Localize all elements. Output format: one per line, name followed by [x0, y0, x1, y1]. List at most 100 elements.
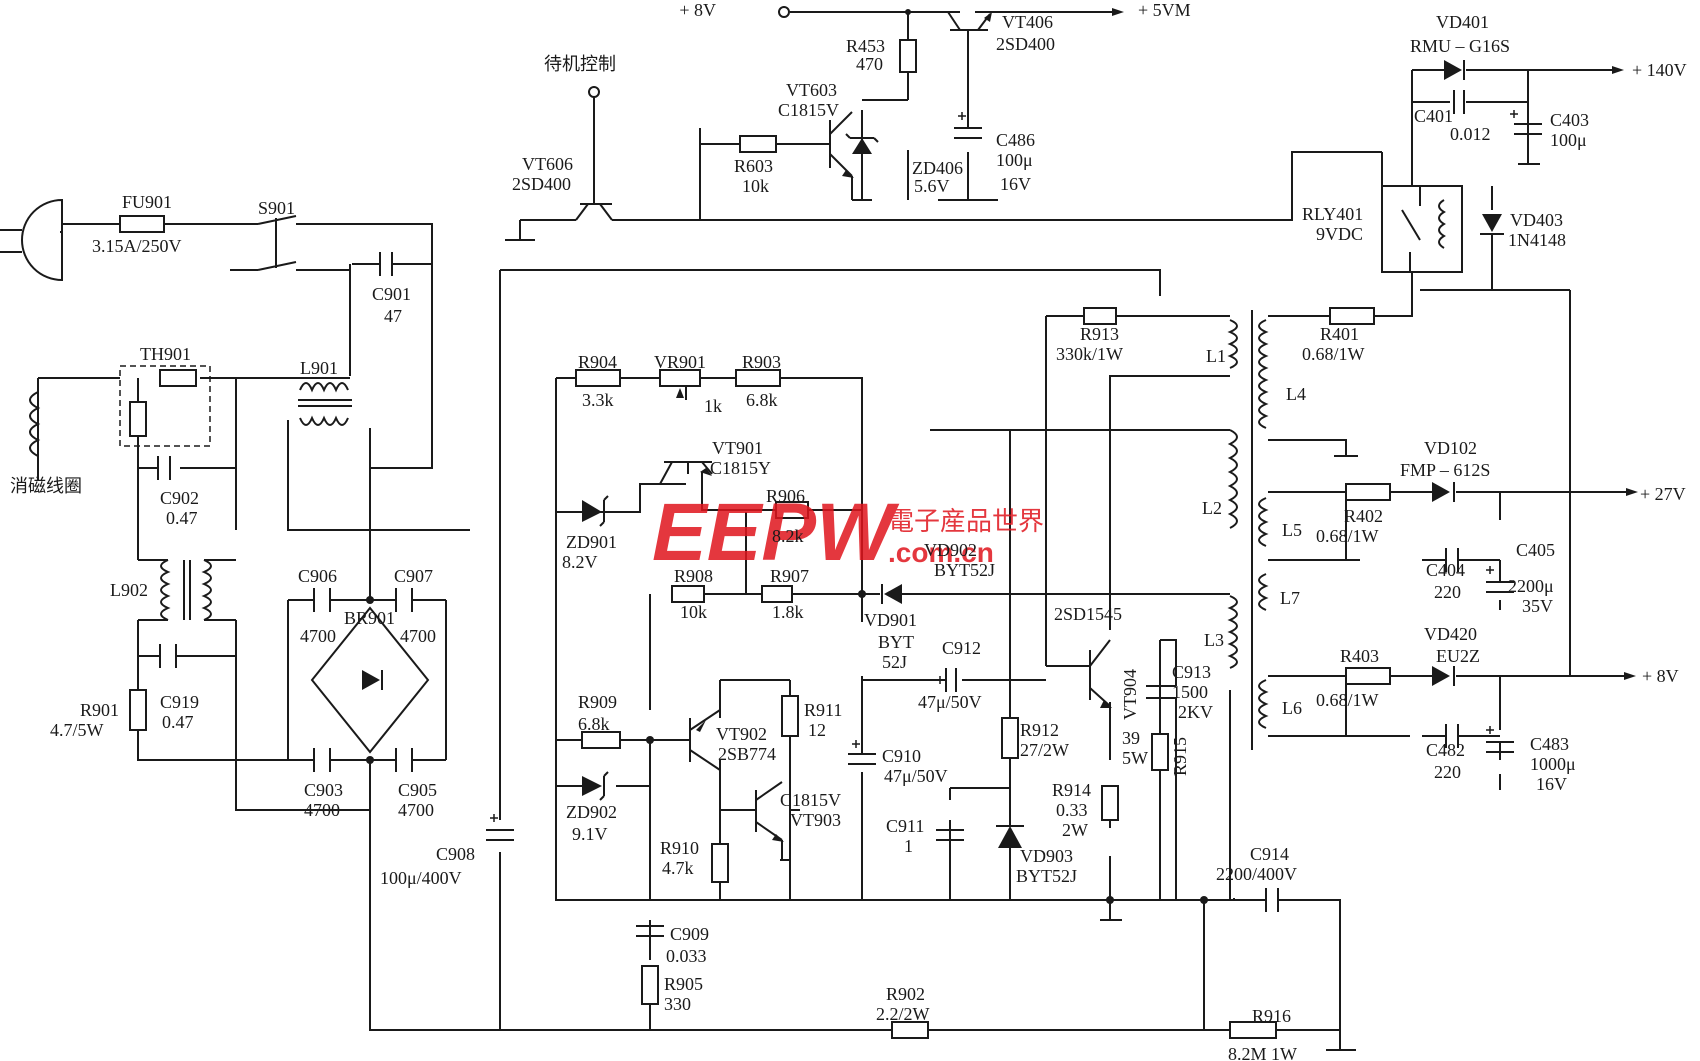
inductor-l901 — [298, 382, 352, 426]
label-vt901: VT901 — [712, 438, 763, 458]
label-vt902_type: 2SB774 — [718, 744, 776, 764]
resistor-r910 — [711, 843, 729, 883]
inductor-l902 — [138, 559, 236, 621]
capacitor-c914 — [1265, 888, 1279, 912]
switch-s901 — [230, 215, 350, 271]
fuse-fu901 — [119, 215, 165, 233]
wires — [37, 11, 1634, 1050]
label-rly401: RLY401 — [1302, 204, 1363, 224]
capacitor-c401 — [1453, 90, 1465, 114]
th901-posistor — [129, 401, 147, 437]
transistor-vt904 — [1089, 639, 1112, 708]
label-c907_val: 4700 — [400, 626, 436, 646]
watermark-cn: 電子産品世界 — [888, 507, 1044, 537]
label-degauss: 消磁线圈 — [10, 476, 82, 497]
ground-icon — [1100, 455, 1358, 1051]
junction — [1106, 896, 1114, 904]
label-vd102: VD102 — [1424, 438, 1477, 458]
resistor-r603 — [739, 135, 777, 153]
label-r403: R403 — [1340, 646, 1379, 666]
label-c486_val: 100μ — [996, 150, 1033, 170]
label-r901_val: 4.7/5W — [50, 720, 104, 740]
label-c483_val: 1000μ — [1530, 754, 1576, 774]
label-l7: L7 — [1280, 588, 1300, 608]
label-vr901_val: 1k — [704, 396, 722, 416]
capacitor-c486 — [954, 112, 982, 139]
label-plus8v_top: + 8V — [679, 0, 716, 20]
label-r916_val: 8.2M 1W — [1228, 1044, 1297, 1061]
label-vt603_type: C1815V — [778, 100, 839, 120]
zener-zd901 — [582, 495, 609, 527]
capacitor-c909 — [636, 925, 664, 937]
label-r901: R901 — [80, 700, 119, 720]
transistor-vt603 — [829, 111, 854, 200]
label-vt901_type: C1815Y — [710, 458, 771, 478]
label-vt406: VT406 — [1002, 12, 1053, 32]
label-zd901: ZD901 — [566, 532, 617, 552]
label-th901: TH901 — [140, 344, 191, 364]
label-r903: R903 — [742, 352, 781, 372]
label-r914_p: 2W — [1062, 820, 1088, 840]
resistor-r402 — [1345, 483, 1391, 501]
resistor-r914 — [1101, 785, 1119, 821]
label-vd401: VD401 — [1436, 12, 1489, 32]
label-r914: R914 — [1052, 780, 1091, 800]
capacitor-c911 — [936, 829, 964, 841]
label-c483_v: 16V — [1536, 774, 1567, 794]
mains-plug-icon — [0, 198, 63, 282]
label-s901: S901 — [258, 198, 295, 218]
label-r603: R603 — [734, 156, 773, 176]
label-c910_val: 47μ/50V — [884, 766, 948, 786]
label-c909_val: 0.033 — [666, 946, 707, 966]
label-r603_val: 10k — [742, 176, 769, 196]
label-vd903_type: BYT52J — [1016, 866, 1077, 886]
label-r909_val: 6.8k — [578, 714, 610, 734]
label-fu901_val: 3.15A/250V — [92, 236, 182, 256]
label-c403: C403 — [1550, 110, 1589, 130]
label-standby_ctrl: 待机控制 — [544, 54, 616, 75]
label-c401: C401 — [1414, 106, 1453, 126]
watermark-domain: .com.cn — [888, 537, 994, 568]
label-r908: R908 — [674, 566, 713, 586]
transistor-vt606 — [575, 86, 613, 221]
resistor-r907 — [761, 585, 793, 603]
resistor-r453 — [899, 39, 917, 73]
vr901-wiper — [676, 388, 684, 398]
label-r402: R402 — [1344, 506, 1383, 526]
potentiometer-vr901 — [659, 369, 701, 387]
capacitor-c906 — [313, 588, 331, 612]
label-r910: R910 — [660, 838, 699, 858]
resistor-r903 — [735, 369, 781, 387]
label-r902_val: 2.2/2W — [876, 1004, 930, 1024]
label-r916: R916 — [1252, 1006, 1291, 1026]
label-c903: C903 — [304, 780, 343, 800]
resistor-r909 — [581, 731, 621, 749]
label-c914: C914 — [1250, 844, 1289, 864]
label-c908: C908 — [436, 844, 475, 864]
label-c482_val: 220 — [1434, 762, 1461, 782]
capacitor-c405 — [1486, 566, 1514, 593]
capacitor-c913 — [1146, 685, 1176, 699]
transistor-vt901 — [659, 461, 713, 485]
label-vt606: VT606 — [522, 154, 573, 174]
label-c913_v: 2KV — [1178, 702, 1213, 722]
resistor-r916 — [1229, 1021, 1277, 1039]
label-c908_val: 100μ/400V — [380, 868, 462, 888]
resistor-r905 — [641, 965, 659, 1005]
resistor-r901 — [129, 689, 147, 731]
label-r401: R401 — [1320, 324, 1359, 344]
label-c905: C905 — [398, 780, 437, 800]
label-plus27v: + 27V — [1640, 484, 1686, 504]
label-c483: C483 — [1530, 734, 1569, 754]
label-c903_val: 4700 — [304, 800, 340, 820]
transistor-vt903 — [755, 781, 784, 860]
label-r453: R453 — [846, 36, 885, 56]
label-vt603: VT603 — [786, 80, 837, 100]
label-c913_val: 1500 — [1172, 682, 1208, 702]
diode-vd901 — [858, 584, 902, 604]
label-vd102_type: FMP – 612S — [1400, 460, 1490, 480]
labels: + 8V+ 5VMVT4062SD400R453470待机控制VT603C181… — [10, 0, 1687, 1061]
capacitor-c901 — [379, 252, 393, 276]
label-c401_val: 0.012 — [1450, 124, 1491, 144]
